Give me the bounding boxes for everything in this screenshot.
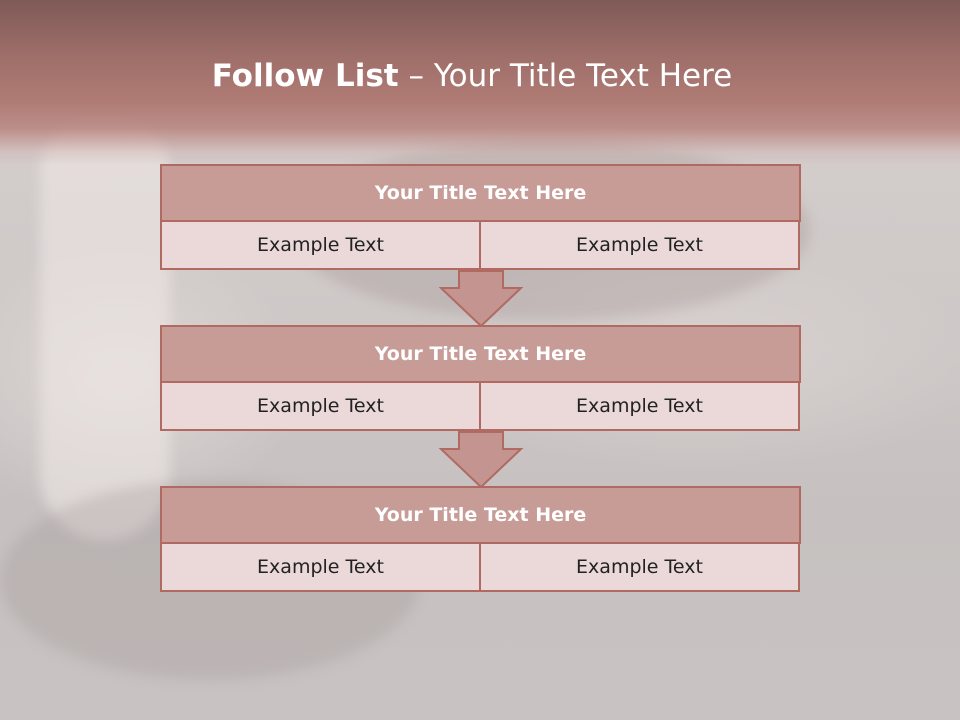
flow-step-cell-left: Example Text xyxy=(160,381,481,431)
flow-step-1: Your Title Text Here Example Text Exampl… xyxy=(160,164,801,270)
flow-step-title: Your Title Text Here xyxy=(160,164,801,222)
background-photo-arm xyxy=(40,120,170,540)
slide-title: Follow List – Your Title Text Here xyxy=(0,52,944,100)
flow-step-cell-right: Example Text xyxy=(479,381,800,431)
flow-step-cell-right: Example Text xyxy=(479,220,800,270)
flow-step-row: Example Text Example Text xyxy=(160,542,801,592)
flow-step-row: Example Text Example Text xyxy=(160,220,801,270)
flow-step-cell-right: Example Text xyxy=(479,542,800,592)
flow-step-3: Your Title Text Here Example Text Exampl… xyxy=(160,486,801,592)
slide-title-rest: Your Title Text Here xyxy=(433,58,733,94)
down-arrow-icon xyxy=(438,431,524,489)
header-band xyxy=(0,0,960,165)
flow-step-title: Your Title Text Here xyxy=(160,325,801,383)
flow-step-cell-left: Example Text xyxy=(160,220,481,270)
flow-step-title: Your Title Text Here xyxy=(160,486,801,544)
flow-step-cell-left: Example Text xyxy=(160,542,481,592)
flow-step-row: Example Text Example Text xyxy=(160,381,801,431)
slide-title-separator: – xyxy=(408,58,424,94)
flow-step-2: Your Title Text Here Example Text Exampl… xyxy=(160,325,801,431)
slide-title-bold: Follow List xyxy=(211,58,399,94)
down-arrow-icon xyxy=(438,270,524,328)
